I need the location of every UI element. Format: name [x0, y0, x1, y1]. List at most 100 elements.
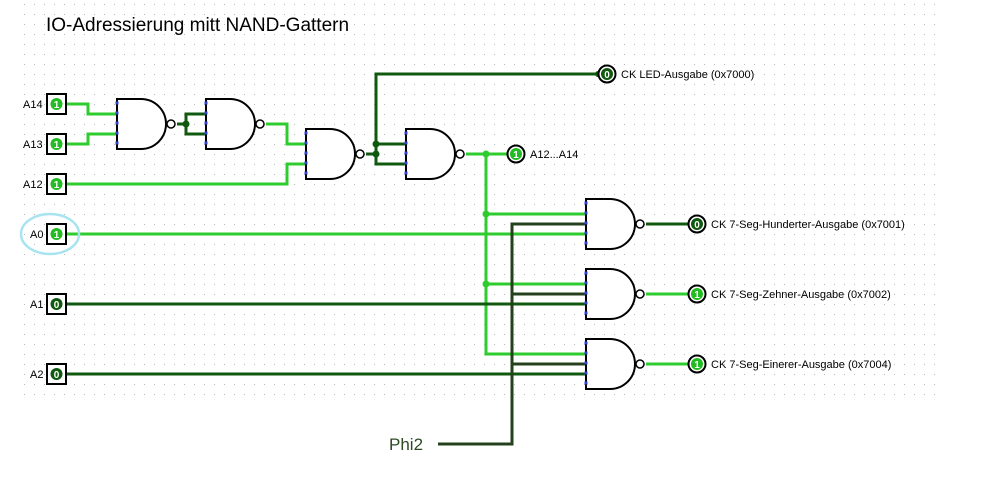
output-pin-led[interactable]: 0 CK LED-Ausgabe (0x7000)	[597, 64, 755, 84]
inverter-bubble	[355, 149, 365, 159]
inverter-bubble	[635, 219, 645, 229]
wire-decode-bus[interactable]	[484, 154, 586, 356]
gate-input-pin	[115, 101, 119, 105]
state-led-icon	[50, 298, 63, 310]
junction-dot	[372, 140, 380, 148]
input-pin-a2[interactable]: A2 0	[30, 363, 67, 385]
nand-gate-body	[585, 198, 636, 250]
gate-input-pin	[584, 241, 588, 245]
gate-input-pin	[584, 211, 588, 215]
wire-a13[interactable]	[64, 132, 117, 146]
inverter-bubble	[255, 119, 265, 129]
nand-gate-body	[585, 268, 636, 320]
wire-a14[interactable]	[64, 102, 117, 116]
input-pin-a1[interactable]: A1 0	[30, 293, 67, 315]
gate-input-pin	[404, 161, 408, 165]
gate-input-pin	[404, 151, 408, 155]
wire-led-output[interactable]	[374, 72, 600, 144]
selection-halo	[19, 212, 81, 256]
gate-input-pin	[115, 111, 119, 115]
gate-input-pin	[304, 141, 308, 145]
pin-label: A12	[23, 179, 43, 191]
gate-input-pin	[204, 141, 208, 145]
input-pin-a12[interactable]: A12 1	[23, 173, 67, 195]
gate-input-pin	[584, 371, 588, 375]
gate-input-pin	[584, 221, 588, 225]
gate-input-pin	[584, 231, 588, 235]
output-label: CK 7-Seg-Hunderter-Ausgabe (0x7001)	[711, 219, 905, 231]
wire-g2-g3[interactable]	[266, 122, 306, 146]
input-pins: A14 1 A13 1 A12 1 A0 1 A1 0	[19, 93, 81, 385]
state-led-icon	[691, 218, 703, 230]
nand-gate[interactable]	[584, 268, 645, 320]
nand-gate[interactable]	[404, 128, 465, 180]
inverter-bubble	[635, 289, 645, 299]
pin-value: 1	[54, 230, 60, 241]
gate-input-pin	[584, 281, 588, 285]
nand-gate-body	[585, 338, 636, 390]
nand-gate[interactable]	[204, 98, 265, 150]
pin-label: A1	[30, 299, 43, 311]
output-label: CK 7-Seg-Zehner-Ausgabe (0x7002)	[711, 289, 891, 301]
gate-input-pin	[204, 131, 208, 135]
output-pin-zehner[interactable]: 1 CK 7-Seg-Zehner-Ausgabe (0x7002)	[687, 284, 891, 304]
state-led-icon	[601, 68, 613, 80]
clock-label: Phi2	[389, 435, 423, 454]
pin-value: 0	[54, 370, 60, 381]
nand-gate[interactable]	[584, 198, 645, 250]
state-led-icon	[691, 358, 703, 370]
gate-input-pin	[115, 131, 119, 135]
output-pin-hunderter[interactable]: 0 CK 7-Seg-Hunderter-Ausgabe (0x7001)	[687, 214, 905, 234]
pin-label: A14	[23, 99, 43, 111]
output-value: 1	[694, 360, 700, 371]
gate-input-pin	[584, 201, 588, 205]
output-value: 1	[513, 150, 519, 161]
gate-input-pin	[584, 291, 588, 295]
inverter-bubble	[166, 119, 176, 129]
junction-dot	[182, 120, 190, 128]
gate-input-pin	[115, 121, 119, 125]
output-label: CK 7-Seg-Einerer-Ausgabe (0x7004)	[711, 359, 891, 371]
nand-gate-body	[405, 128, 456, 180]
gate-input-pin	[584, 381, 588, 385]
pin-label: A0	[30, 229, 43, 241]
junction-dot	[482, 150, 490, 158]
grid-background	[20, 0, 942, 398]
state-led-icon	[50, 98, 63, 110]
wire-a12[interactable]	[64, 162, 306, 186]
nand-gate[interactable]	[304, 128, 365, 180]
gate-input-pin	[584, 361, 588, 365]
gate-input-pin	[304, 161, 308, 165]
nand-gate[interactable]	[584, 338, 645, 390]
output-value: 1	[694, 290, 700, 301]
gate-input-pin	[404, 171, 408, 175]
state-led-icon	[691, 288, 703, 300]
output-pins: 0 CK LED-Ausgabe (0x7000) 1 A12...A14 0 …	[506, 64, 905, 374]
input-pin-a0[interactable]: A0 1	[30, 223, 67, 245]
state-led-icon	[510, 148, 522, 160]
nand-gate[interactable]	[115, 98, 176, 150]
gate-input-pin	[304, 171, 308, 175]
input-pin-a14[interactable]: A14 1	[23, 93, 67, 115]
wire-phi2[interactable]	[438, 222, 586, 446]
output-value: 0	[694, 220, 700, 231]
gate-input-pin	[304, 131, 308, 135]
pin-value: 1	[54, 100, 60, 111]
input-pin-a13[interactable]: A13 1	[23, 133, 67, 155]
wires	[64, 72, 690, 446]
output-value: 0	[604, 70, 610, 81]
pin-label: A13	[23, 139, 43, 151]
state-led-icon	[50, 138, 63, 150]
gate-input-pin	[584, 271, 588, 275]
output-pin-a12-a14[interactable]: 1 A12...A14	[506, 144, 579, 164]
gate-input-pin	[204, 101, 208, 105]
output-label: CK LED-Ausgabe (0x7000)	[621, 69, 754, 81]
output-pin-einerer[interactable]: 1 CK 7-Seg-Einerer-Ausgabe (0x7004)	[687, 354, 892, 374]
gate-input-pin	[304, 151, 308, 155]
state-led-icon	[50, 178, 63, 190]
state-led-icon	[50, 368, 63, 380]
nand-gate-body	[305, 128, 356, 180]
junction-dot	[482, 280, 490, 288]
gate-input-pin	[115, 141, 119, 145]
